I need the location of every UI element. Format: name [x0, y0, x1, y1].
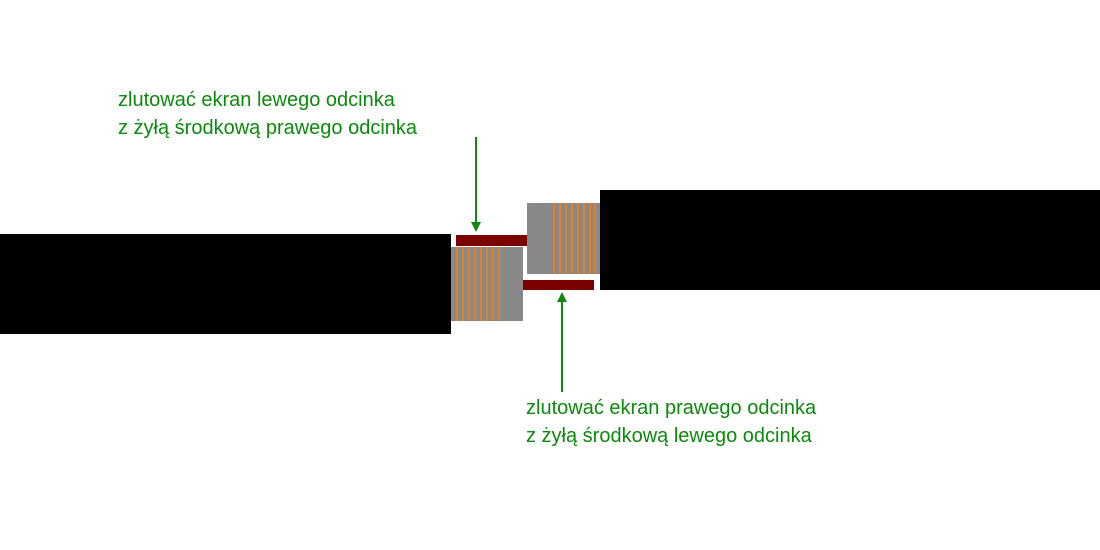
top-arrow: [471, 137, 481, 232]
right-cable-shield: [527, 203, 600, 274]
right-cable-jacket: [600, 190, 1100, 290]
right-shield-braid: [553, 203, 596, 274]
bottom-arrow: [557, 292, 567, 392]
top-annotation-line-2: z żyłą środkową prawego odcinka: [118, 117, 418, 139]
left-cable-shield: [451, 247, 523, 321]
top-annotation-line-1: zlutować ekran lewego odcinka: [118, 89, 395, 111]
left-shield-braid: [456, 247, 500, 321]
bottom-annotation-line-2: z żyłą środkową lewego odcinka: [526, 425, 812, 447]
left-cable-center-conductor: [523, 280, 594, 290]
bottom-annotation-line-1: zlutować ekran prawego odcinka: [526, 397, 817, 419]
left-cable-jacket: [0, 234, 451, 334]
bottom-annotation-label: zlutować ekran prawego odcinka z żyłą śr…: [526, 394, 816, 450]
right-cable-center-conductor: [456, 235, 527, 246]
top-annotation-label: zlutować ekran lewego odcinka z żyłą śro…: [118, 86, 417, 142]
